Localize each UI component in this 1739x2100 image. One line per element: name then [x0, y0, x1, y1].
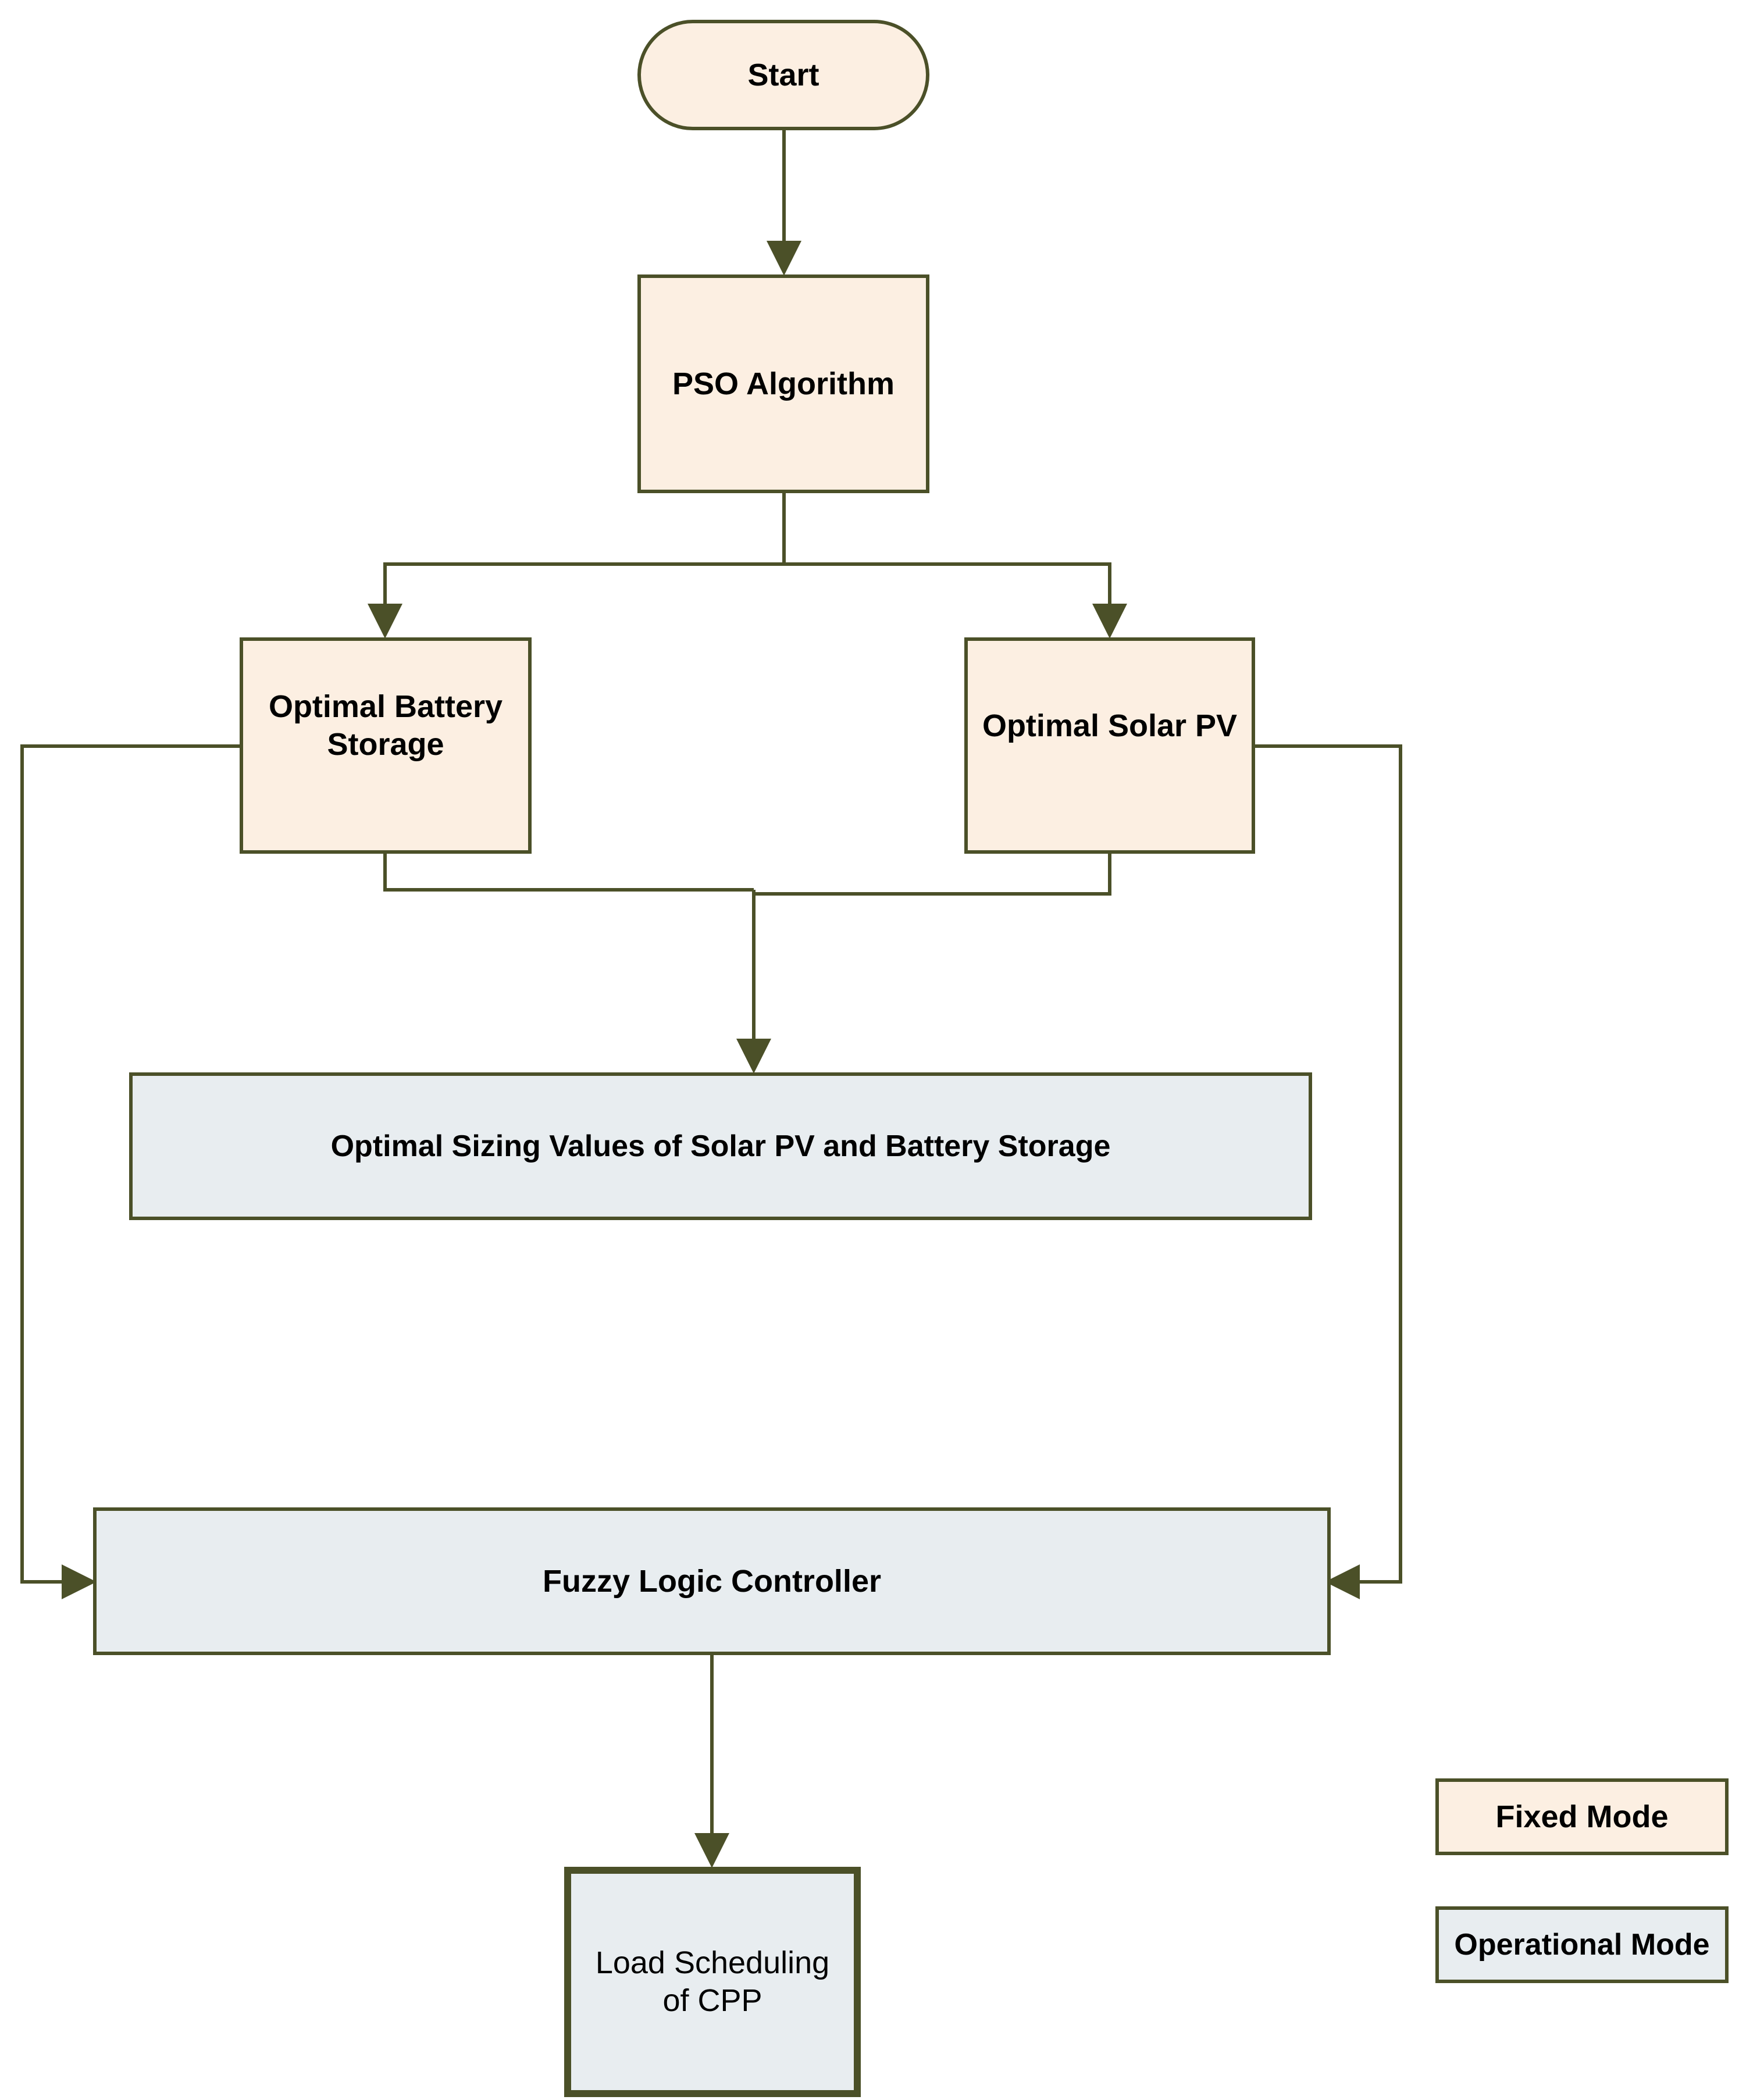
connector-battery-to-merge [383, 854, 754, 892]
pso-algorithm-label: PSO Algorithm [672, 366, 895, 401]
optimal-solar-pv-node: Optimal Solar PV [964, 637, 1255, 854]
battery-label-line1: Optimal Battery [268, 689, 503, 725]
load-label-line1: Load Scheduling [595, 1945, 830, 1981]
arrow-pso-to-solar [784, 562, 1127, 639]
legend-operational-label: Operational Mode [1454, 1927, 1710, 1962]
load-scheduling-node: Load Scheduling of CPP [564, 1867, 861, 2097]
arrow-solar-to-fuzzy [1255, 744, 1402, 1599]
legend-fixed-label: Fixed Mode [1495, 1799, 1669, 1834]
arrow-battery-to-fuzzy [20, 744, 240, 1599]
connector-solar-to-merge [754, 854, 1111, 896]
arrow-pso-to-battery [368, 562, 784, 639]
start-node: Start [637, 20, 929, 130]
solar-label: Optimal Solar PV [982, 708, 1238, 743]
pso-algorithm-node: PSO Algorithm [637, 274, 929, 493]
battery-label-line2: Storage [327, 727, 444, 762]
optimal-sizing-values-node: Optimal Sizing Values of Solar PV and Ba… [129, 1072, 1312, 1220]
fuzzy-label: Fuzzy Logic Controller [542, 1563, 881, 1599]
sizing-label: Optimal Sizing Values of Solar PV and Ba… [330, 1129, 1111, 1163]
legend-fixed-mode: Fixed Mode [1435, 1778, 1729, 1855]
fuzzy-logic-controller-node: Fuzzy Logic Controller [93, 1507, 1331, 1655]
optimal-battery-storage-node: Optimal Battery Storage [240, 637, 532, 854]
start-label: Start [747, 57, 819, 92]
load-label-line2: of CPP [662, 1983, 762, 2018]
legend-operational-mode: Operational Mode [1435, 1906, 1729, 1983]
